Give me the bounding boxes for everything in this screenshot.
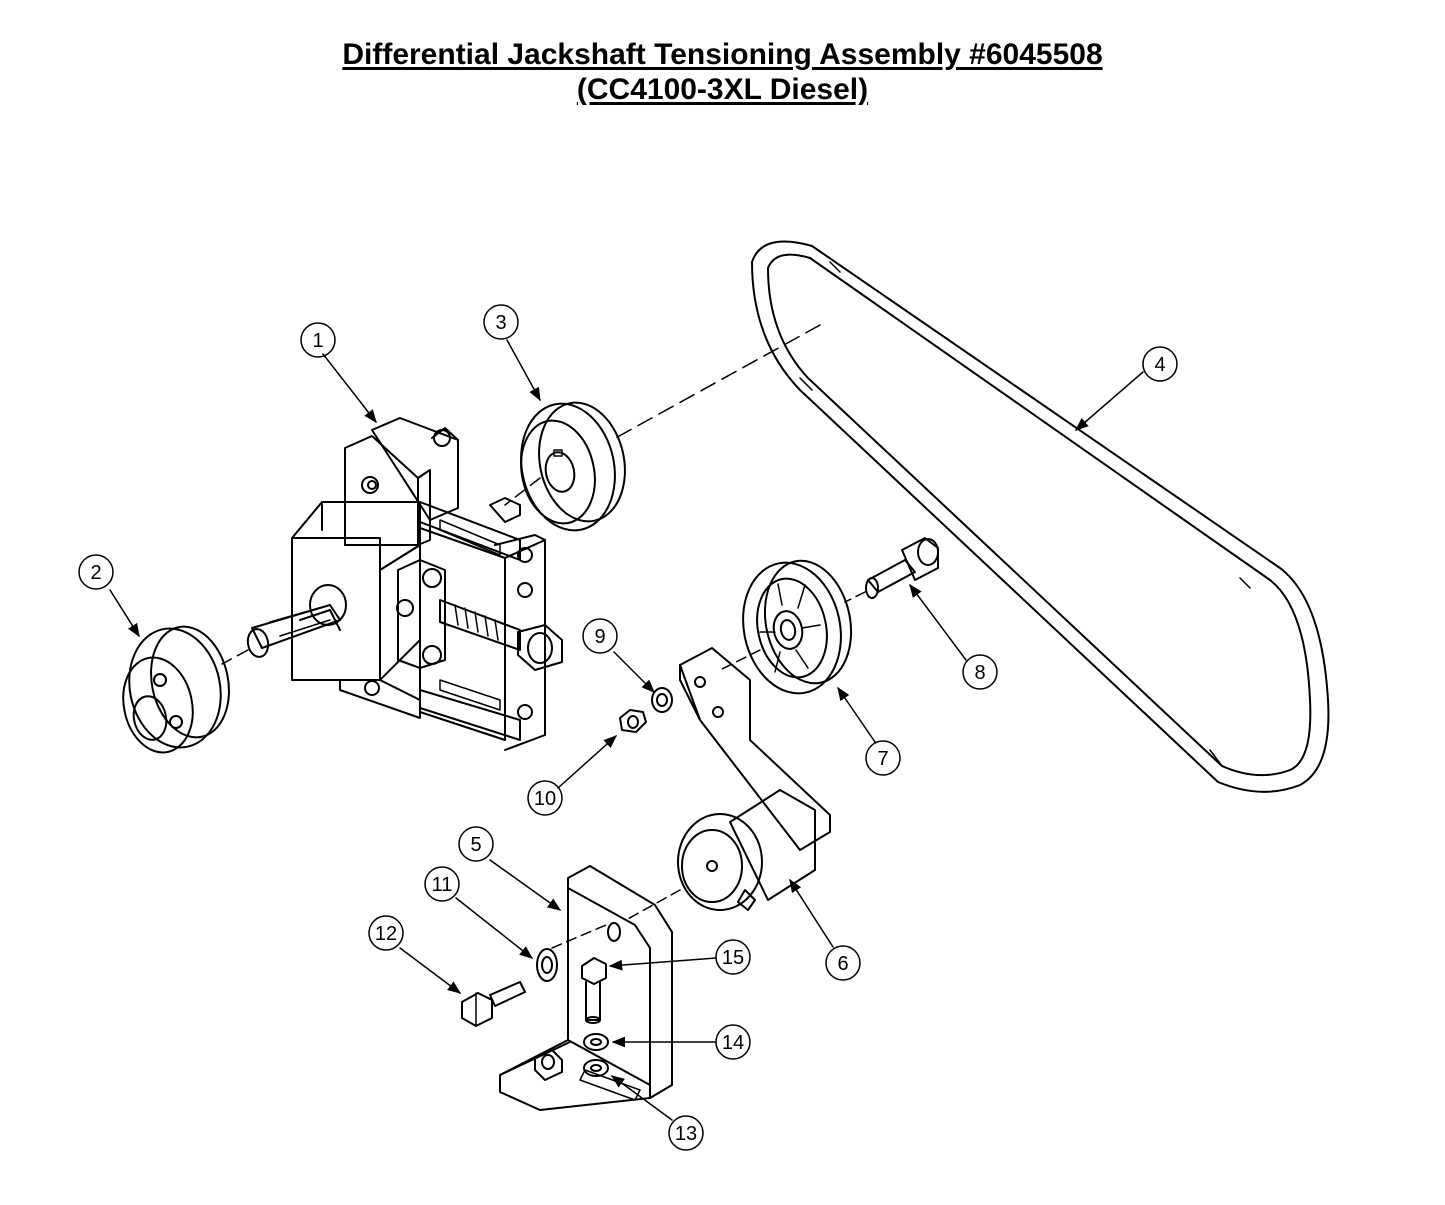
callout-8: 8 bbox=[962, 654, 998, 690]
svg-text:15: 15 bbox=[722, 947, 744, 969]
hex-bolt-part-12 bbox=[461, 981, 526, 1027]
callout-6: 6 bbox=[825, 945, 861, 981]
leader-15 bbox=[608, 957, 717, 971]
leader-4 bbox=[1074, 371, 1144, 431]
diagram-title: Differential Jackshaft Tensioning Assemb… bbox=[342, 38, 1103, 71]
leader-8 bbox=[909, 583, 967, 661]
nut-part-10 bbox=[619, 709, 647, 733]
svg-text:6: 6 bbox=[837, 953, 848, 975]
svg-text:11: 11 bbox=[432, 874, 453, 896]
pulley-part-3 bbox=[520, 401, 626, 532]
callout-15: 15 bbox=[715, 939, 751, 975]
centerline bbox=[551, 924, 607, 949]
svg-text:7: 7 bbox=[877, 748, 888, 770]
callout-5: 5 bbox=[458, 826, 494, 862]
callout-11: 11 bbox=[424, 866, 460, 902]
callout-14: 14 bbox=[715, 1024, 751, 1060]
leader-1 bbox=[322, 353, 377, 424]
pulley-part-2 bbox=[122, 625, 230, 754]
diagram-subtitle: (CC4100-3XL Diesel) bbox=[576, 73, 869, 106]
centerline bbox=[504, 477, 541, 506]
centerline bbox=[719, 649, 761, 671]
leader-lines bbox=[109, 339, 1144, 1121]
leader-7 bbox=[837, 686, 876, 743]
centerline bbox=[611, 324, 821, 441]
leader-12 bbox=[399, 947, 462, 994]
callout-balloons: 1 2 3 4 5 6 7 8 9 10 11 12 13 14 15 bbox=[78, 304, 1178, 1151]
centerline bbox=[625, 889, 681, 921]
leader-9 bbox=[613, 651, 655, 693]
svg-text:9: 9 bbox=[594, 626, 605, 648]
shoulder-bolt-part-8 bbox=[865, 537, 939, 599]
leader-2 bbox=[109, 589, 140, 638]
callout-4: 4 bbox=[1142, 346, 1178, 382]
jackshaft-block-part-1 bbox=[246, 417, 563, 751]
callout-10: 10 bbox=[527, 780, 563, 816]
callout-9: 9 bbox=[582, 618, 618, 654]
callout-13: 13 bbox=[668, 1115, 704, 1151]
leader-10 bbox=[557, 735, 618, 789]
svg-text:3: 3 bbox=[495, 312, 506, 334]
washer-part-9 bbox=[651, 687, 673, 713]
belt-part-4 bbox=[751, 240, 1330, 793]
svg-text:2: 2 bbox=[90, 562, 101, 584]
idler-pulley-part-7 bbox=[742, 559, 853, 695]
svg-text:4: 4 bbox=[1154, 354, 1165, 376]
bolt-part-15 bbox=[581, 957, 607, 1024]
svg-text:12: 12 bbox=[375, 923, 397, 945]
washer-part-13 bbox=[583, 1059, 609, 1077]
callout-12: 12 bbox=[368, 915, 404, 951]
svg-text:8: 8 bbox=[974, 662, 985, 684]
svg-text:10: 10 bbox=[534, 788, 556, 810]
leader-11 bbox=[455, 897, 534, 959]
washer-part-11 bbox=[536, 948, 558, 982]
svg-text:14: 14 bbox=[722, 1032, 744, 1054]
idler-arm-part-6 bbox=[677, 647, 831, 911]
callout-2: 2 bbox=[78, 554, 114, 590]
leader-5 bbox=[489, 859, 562, 911]
svg-text:13: 13 bbox=[675, 1123, 697, 1145]
washer-part-14 bbox=[583, 1033, 609, 1051]
leader-3 bbox=[506, 339, 541, 402]
callout-7: 7 bbox=[865, 740, 901, 776]
centerline bbox=[221, 649, 249, 665]
svg-text:5: 5 bbox=[470, 834, 481, 856]
svg-text:1: 1 bbox=[312, 330, 323, 352]
callout-3: 3 bbox=[483, 304, 519, 340]
leader-13 bbox=[610, 1075, 673, 1121]
centerline bbox=[844, 591, 866, 603]
bracket-part-5 bbox=[499, 865, 673, 1111]
leader-6 bbox=[789, 878, 834, 948]
callout-1: 1 bbox=[300, 322, 336, 358]
